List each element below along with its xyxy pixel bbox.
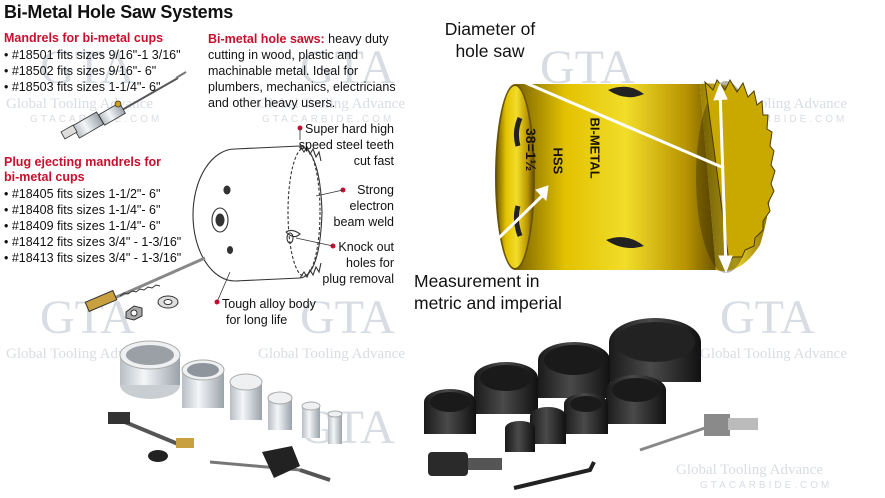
watermark-name: Global Tooling Advance — [258, 96, 405, 112]
list-item: • #18408 fits sizes 1-1/4"- 6" — [4, 203, 161, 217]
label-measurement: Measurement in metric and imperial — [414, 270, 594, 314]
list-item-text: #18405 fits sizes 1-1/2"- 6" — [11, 187, 161, 201]
label-line: Diameter of — [444, 19, 536, 39]
callout-line: for long life — [226, 313, 288, 327]
list-item-text: #18502 fits sizes 9/16"- 6" — [11, 64, 157, 78]
plug-mandrels-heading: Plug ejecting mandrels for bi-metal cups — [4, 155, 161, 185]
list-item: • #18409 fits sizes 1-1/4"- 6" — [4, 219, 161, 233]
watermark-site: GTACARBIDE.COM — [700, 480, 833, 491]
callout-line: beam weld — [333, 215, 394, 229]
callout-line: holes for — [346, 256, 394, 270]
list-item: • #18502 fits sizes 9/16"- 6" — [4, 64, 157, 78]
watermark-logo: GTA — [300, 41, 395, 94]
watermark-site: GTACARBIDE.COM — [262, 114, 395, 125]
description-paragraph: Bi-metal hole saws: heavy duty cutting i… — [208, 31, 408, 111]
measurement-arrows — [468, 64, 733, 274]
watermark-site: GTACARBIDE.COM — [715, 114, 848, 125]
list-item-text: #18412 fits sizes 3/4" - 1-3/16" — [11, 235, 182, 249]
plug-mandrels-list: • #18405 fits sizes 1-1/2"- 6" • #18408 … — [4, 186, 181, 266]
description-text: cutting in wood, plastic and — [208, 48, 359, 62]
callout-line: cut fast — [353, 154, 394, 168]
heading-line: bi-metal cups — [4, 170, 85, 184]
list-item: • #18405 fits sizes 1-1/2"- 6" — [4, 187, 161, 201]
list-item-text: #18501 fits sizes 9/16"-1 3/16" — [11, 48, 181, 62]
watermark-logo: GTA — [40, 41, 135, 94]
description-text: machinable metal. Ideal for — [208, 64, 359, 78]
saw-print-size: 38=1½ — [523, 128, 539, 172]
callout-line: Tough alloy body — [222, 297, 316, 311]
watermark-name: Global Tooling Advance — [6, 346, 153, 362]
mandrels-list: • #18501 fits sizes 9/16"-1 3/16" • #185… — [4, 47, 181, 95]
description-text: plumbers, mechanics, electricians — [208, 80, 396, 94]
saw-print-bimetal: BI-METAL — [587, 117, 603, 179]
callout-line: Super hard high — [305, 122, 394, 136]
list-item-text: #18413 fits sizes 3/4" - 1-3/16" — [11, 251, 182, 265]
callout-weld: Strong electron beam weld — [310, 182, 394, 230]
callout-line: speed steel teeth — [298, 138, 394, 152]
description-text: and other heavy users. — [208, 96, 336, 110]
list-item: • #18503 fits sizes 1-1/4"- 6" — [4, 80, 161, 94]
description-lead: Bi-metal hole saws: — [208, 32, 325, 46]
saw-print-hss: HSS — [550, 147, 566, 175]
callout-line: Strong — [357, 183, 394, 197]
callout-line: Knock out — [338, 240, 394, 254]
watermark-name: Global Tooling Advance — [676, 462, 823, 478]
saw-print — [530, 86, 590, 206]
list-item-text: #18408 fits sizes 1-1/4"- 6" — [11, 203, 161, 217]
gold-holesaw-photo — [495, 78, 776, 273]
list-item-text: #18503 fits sizes 1-1/4"- 6" — [11, 80, 161, 94]
watermark-logo: GTA — [720, 291, 815, 344]
watermark-name: Global Tooling Advance — [700, 346, 847, 362]
label-line: hole saw — [455, 41, 525, 61]
callout-body: Tough alloy body for long life — [222, 296, 342, 328]
list-item-text: #18409 fits sizes 1-1/4"- 6" — [11, 219, 161, 233]
heading-line: Plug ejecting mandrels for — [4, 155, 161, 169]
mandrel-illustration — [60, 71, 187, 140]
callout-line: electron — [349, 199, 394, 213]
label-diameter: Diameter of hole saw — [420, 18, 560, 62]
description-text: heavy duty — [324, 32, 389, 46]
label-line: Measurement in — [414, 271, 540, 291]
silver-kit-photo — [108, 340, 343, 482]
watermark-logo: GTA — [40, 291, 135, 344]
list-item: • #18501 fits sizes 9/16"-1 3/16" — [4, 48, 181, 62]
pilot-drill-illustration — [84, 256, 206, 321]
mandrels-heading: Mandrels for bi-metal cups — [4, 31, 164, 45]
watermark-logo: GTA — [300, 291, 395, 344]
callout-line: plug removal — [322, 272, 394, 286]
callout-teeth: Super hard high speed steel teeth cut fa… — [290, 121, 394, 169]
callout-knockout: Knock out holes for plug removal — [310, 239, 394, 287]
holesaw-diagram — [192, 145, 323, 282]
page-title: Bi-Metal Hole Saw Systems — [4, 2, 234, 22]
label-line: metric and imperial — [414, 293, 562, 313]
list-item: • #18412 fits sizes 3/4" - 1-3/16" — [4, 235, 182, 249]
callout-markers — [214, 125, 346, 305]
list-item: • #18413 fits sizes 3/4" - 1-3/16" — [4, 251, 182, 265]
black-kit-photo — [424, 318, 758, 490]
watermark-name: Global Tooling Advance — [258, 346, 405, 362]
